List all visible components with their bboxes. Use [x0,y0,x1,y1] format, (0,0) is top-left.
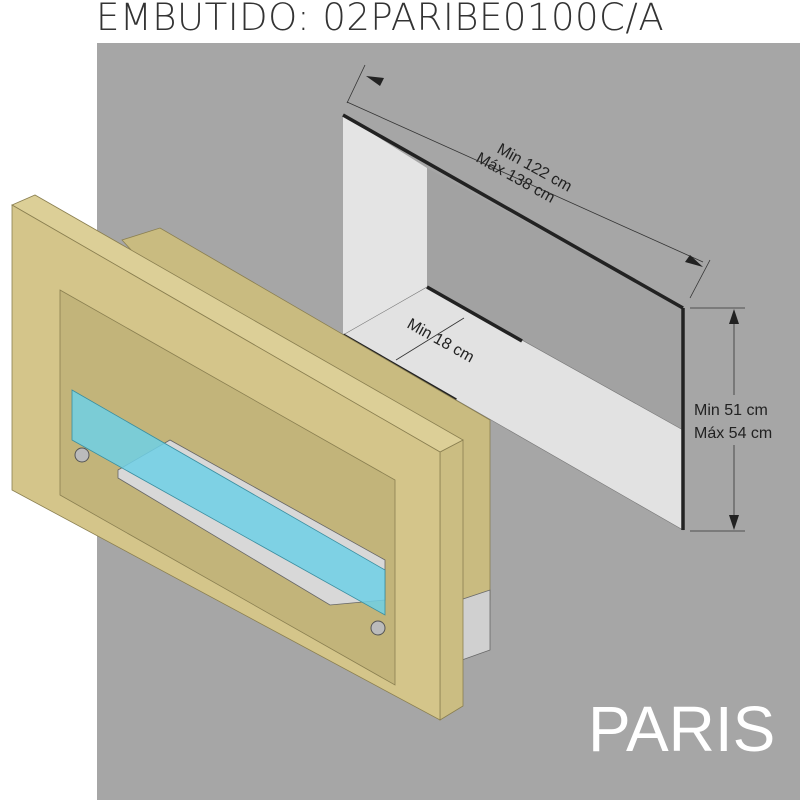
glass-bracket-left [74,447,90,463]
height-max-label: Máx 54 cm [694,425,772,442]
page-title: EMBUTIDO: 02PARIBE0100C/A [96,0,665,39]
niche-back-wall [427,168,683,430]
height-min-label: Min 51 cm [694,402,768,419]
niche-left-wall [343,115,427,335]
frame-side [439,439,464,721]
fireplace [11,194,491,721]
brand-name: PARIS [588,693,776,765]
niche-top-edge [342,113,684,310]
glass-bracket-right [370,620,386,636]
glass-panel [71,389,386,616]
burner-housing [459,589,491,661]
